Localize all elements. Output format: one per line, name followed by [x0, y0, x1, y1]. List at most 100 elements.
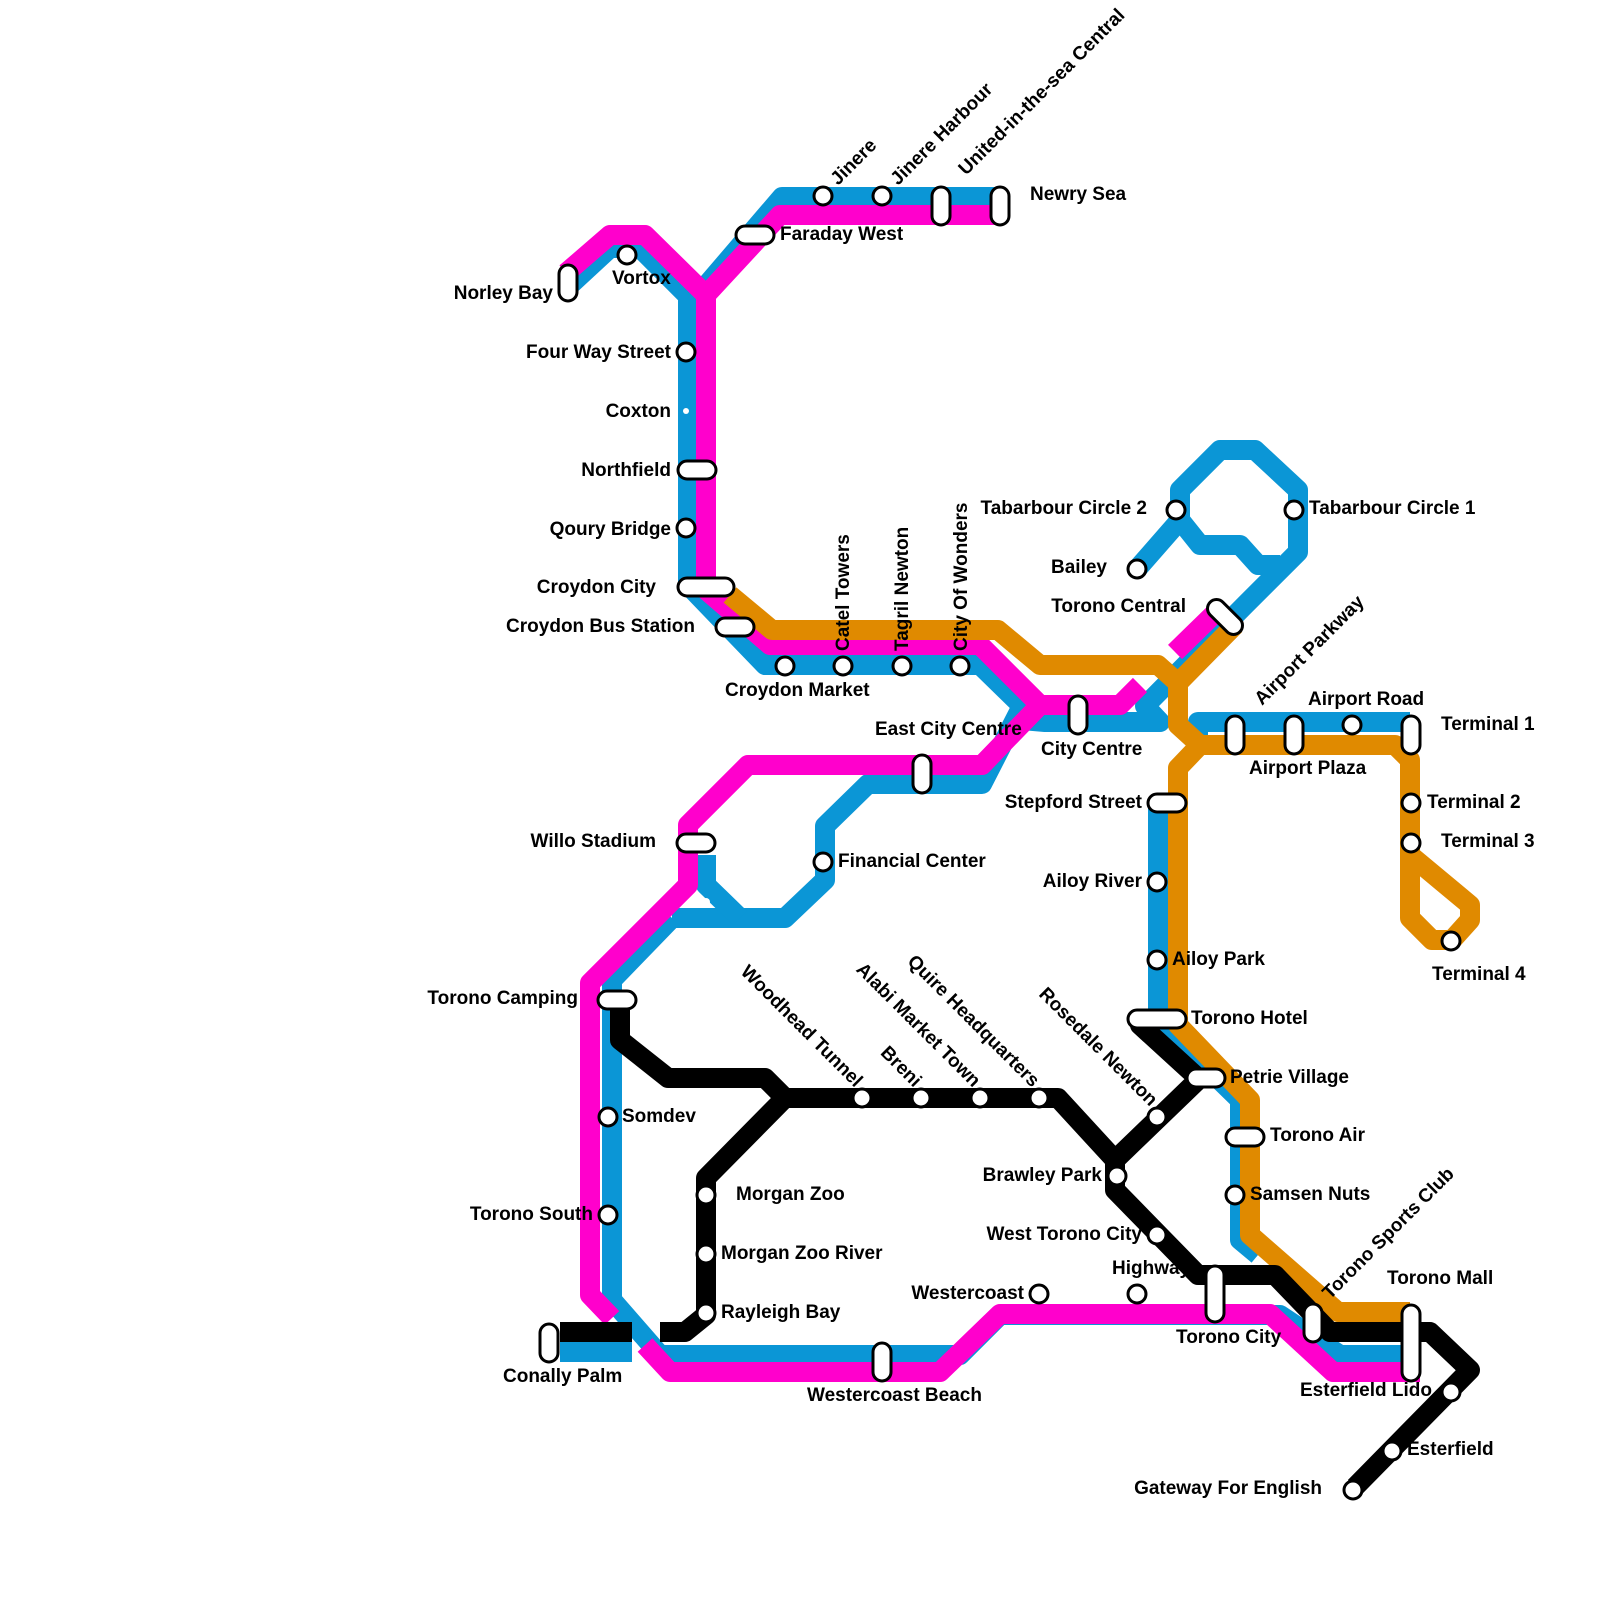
station-tagril-newton[interactable]: [891, 655, 913, 677]
label-qoury-bridge: Qoury Bridge: [550, 519, 671, 540]
label-croydon-bus-station: Croydon Bus Station: [506, 616, 695, 637]
station-terminal-2[interactable]: [1400, 792, 1422, 814]
label-tabarbour-circle-2: Tabarbour Circle 2: [981, 498, 1147, 519]
station-financial-center[interactable]: [812, 851, 834, 873]
blue-line-branch-north: [1012, 440, 1308, 732]
label-city-centre: City Centre: [1041, 739, 1142, 760]
station-east-city-centre[interactable]: [911, 753, 933, 795]
station-west-torono-city[interactable]: [1146, 1224, 1168, 1246]
station-croydon-bus-station[interactable]: [714, 616, 756, 638]
label-torono-hotel: Torono Hotel: [1191, 1008, 1308, 1029]
label-highway: Highway: [1112, 1258, 1191, 1279]
label-bailey: Bailey: [1051, 557, 1107, 578]
label-ailoy-river: Ailoy River: [1043, 871, 1143, 892]
label-westercoast: Westercoast: [911, 1283, 1024, 1304]
station-airport-plaza[interactable]: [1283, 714, 1305, 756]
station-croydon-city[interactable]: [676, 576, 736, 598]
label-gateway-for-english: Gateway For English: [1134, 1478, 1322, 1499]
station-alabi-market-town[interactable]: [969, 1087, 991, 1109]
stations: [538, 185, 1462, 1501]
station-torono-mall[interactable]: [1400, 1303, 1422, 1383]
label-terminal-1: Terminal 1: [1441, 714, 1535, 735]
station-northfield[interactable]: [676, 459, 718, 481]
label-newry-sea: Newry Sea: [1030, 184, 1127, 205]
station-quire-headquarters[interactable]: [1028, 1087, 1050, 1109]
label-jinere-harbour: Jinere Harbour: [887, 79, 998, 190]
station-city-centre[interactable]: [1067, 694, 1089, 736]
station-tabarbour-circle-2[interactable]: [1165, 499, 1187, 521]
station-breni[interactable]: [910, 1087, 932, 1109]
label-northfield: Northfield: [581, 460, 671, 481]
station-faraday-west[interactable]: [734, 224, 776, 246]
station-gateway-for-english[interactable]: [1342, 1479, 1364, 1501]
label-airport-road: Airport Road: [1308, 689, 1424, 710]
station-torono-central[interactable]: [1204, 596, 1246, 638]
station-qoury-bridge[interactable]: [675, 517, 697, 539]
station-croydon-market[interactable]: [774, 655, 796, 677]
station-torono-air[interactable]: [1224, 1126, 1266, 1148]
label-rayleigh-bay: Rayleigh Bay: [721, 1302, 841, 1323]
station-city-of-wonders[interactable]: [949, 655, 971, 677]
station-esterfield-lido[interactable]: [1440, 1381, 1462, 1403]
station-torono-sports-club[interactable]: [1302, 1302, 1324, 1344]
station-catel-towers[interactable]: [832, 655, 854, 677]
station-highway[interactable]: [1126, 1283, 1148, 1305]
station-airport-parkway[interactable]: [1224, 714, 1246, 756]
station-jinere[interactable]: [812, 185, 834, 207]
station-terminal-1[interactable]: [1400, 714, 1422, 756]
station-rosedale-newton[interactable]: [1146, 1106, 1168, 1128]
label-torono-city: Torono City: [1176, 1327, 1282, 1348]
label-torono-camping: Torono Camping: [427, 988, 578, 1009]
label-conally-palm: Conally Palm: [503, 1366, 622, 1387]
station-torono-city[interactable]: [1204, 1264, 1226, 1324]
station-rayleigh-bay[interactable]: [695, 1302, 717, 1324]
station-terminal-3[interactable]: [1400, 832, 1422, 854]
station-united-in-the-sea-central[interactable]: [930, 185, 952, 227]
station-woodhead-tunnel[interactable]: [851, 1087, 873, 1109]
station-torono-south[interactable]: [597, 1204, 619, 1226]
station-morgan-zoo[interactable]: [695, 1184, 717, 1206]
station-torono-camping[interactable]: [596, 989, 638, 1011]
station-morgan-zoo-river[interactable]: [695, 1243, 717, 1265]
station-westercoast[interactable]: [1028, 1283, 1050, 1305]
station-conally-palm[interactable]: [538, 1322, 560, 1364]
label-croydon-market: Croydon Market: [725, 680, 870, 701]
blue-line-east: [1148, 712, 1410, 1263]
station-willo-stadium[interactable]: [675, 832, 717, 854]
station-petrie-village[interactable]: [1185, 1067, 1227, 1089]
orange-line: [723, 587, 1480, 1322]
label-tagril-newton: Tagril Newton: [892, 527, 913, 651]
label-torono-mall: Torono Mall: [1387, 1268, 1493, 1289]
station-four-way-street[interactable]: [675, 341, 697, 363]
station-terminal-4[interactable]: [1440, 930, 1462, 952]
station-jinere-harbour[interactable]: [871, 185, 893, 207]
station-westercoast-beach[interactable]: [871, 1341, 893, 1383]
label-vortox: Vortox: [612, 268, 671, 289]
station-willo-junction: [702, 898, 710, 906]
station-ailoy-river[interactable]: [1146, 871, 1168, 893]
label-coxton: Coxton: [606, 401, 671, 422]
label-west-torono-city: West Torono City: [986, 1224, 1142, 1245]
station-somdev[interactable]: [597, 1106, 619, 1128]
label-somdev: Somdev: [622, 1106, 696, 1127]
label-airport-plaza: Airport Plaza: [1249, 758, 1367, 779]
station-torono-hotel[interactable]: [1126, 1008, 1188, 1030]
station-bailey[interactable]: [1126, 558, 1148, 580]
label-westercoast-beach: Westercoast Beach: [807, 1385, 982, 1406]
station-norley-bay[interactable]: [557, 263, 579, 303]
station-airport-road[interactable]: [1341, 714, 1363, 736]
label-city-of-wonders: City Of Wonders: [951, 503, 972, 652]
label-terminal-2: Terminal 2: [1427, 792, 1521, 813]
station-newry-sea[interactable]: [989, 185, 1011, 227]
station-stepford-street[interactable]: [1146, 792, 1188, 814]
label-brawley-park: Brawley Park: [983, 1165, 1103, 1186]
station-coxton[interactable]: [683, 408, 689, 414]
station-brawley-park[interactable]: [1106, 1165, 1128, 1187]
station-vortox[interactable]: [616, 244, 638, 266]
label-torono-south: Torono South: [470, 1204, 593, 1225]
station-ailoy-park[interactable]: [1146, 949, 1168, 971]
station-esterfield[interactable]: [1381, 1440, 1403, 1462]
station-tabarbour-circle-1[interactable]: [1283, 499, 1305, 521]
label-croydon-city: Croydon City: [537, 577, 657, 598]
station-samsen-nuts[interactable]: [1224, 1184, 1246, 1206]
